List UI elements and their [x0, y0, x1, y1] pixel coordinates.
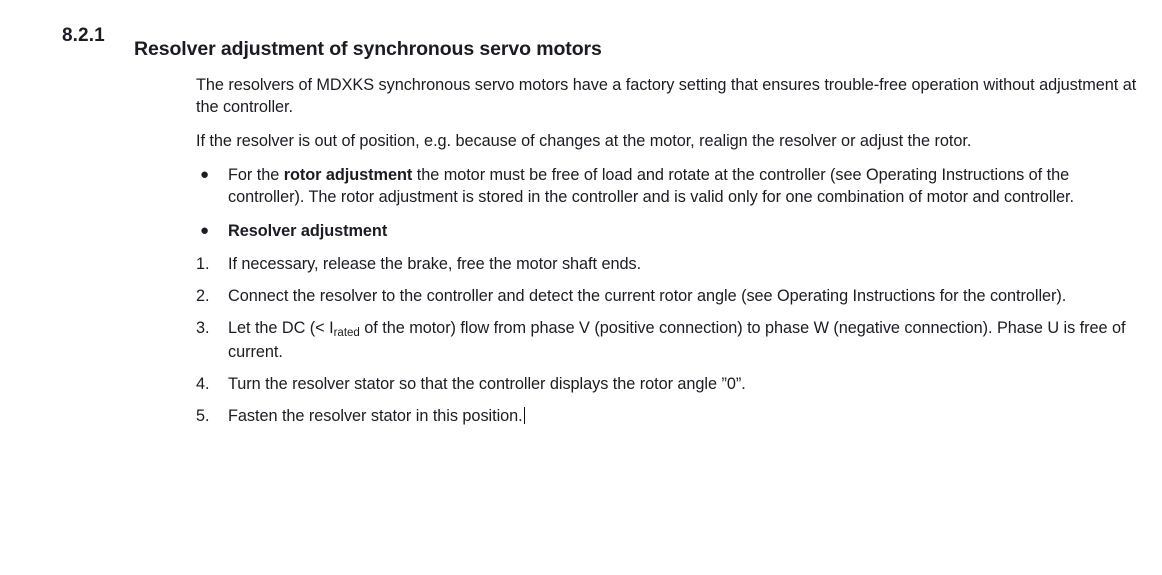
intro-paragraph-2: If the resolver is out of position, e.g.…: [196, 132, 972, 150]
step-number: 3.: [196, 319, 210, 337]
numbered-step-5: 5. Fasten the resolver stator in this po…: [196, 405, 1148, 427]
text-cursor-caret: [523, 407, 525, 424]
numbered-step-4: 4. Turn the resolver stator so that the …: [196, 373, 1148, 395]
step-number: 2.: [196, 287, 210, 305]
subscript-rated: rated: [333, 327, 360, 339]
bullet-label-bold: Resolver adjustment: [228, 222, 388, 240]
step-text-before-subscript: Let the DC (< I: [228, 319, 334, 337]
numbered-step-2: 2. Connect the resolver to the controlle…: [196, 285, 1148, 307]
numbered-step-3: 3. Let the DC (< Irated of the motor) fl…: [196, 317, 1148, 363]
body-column: The resolvers of MDXKS synchronous servo…: [196, 74, 1148, 437]
bullet-rest-text: the motor must be free of load and rotat…: [228, 166, 1074, 206]
step-text-after-subscript: of the motor) flow from phase V (positiv…: [228, 319, 1126, 361]
bullet-lead-plain: For the: [228, 166, 284, 184]
bullet-item-resolver-adjustment: ● Resolver adjustment: [196, 220, 1148, 242]
bullet-item-rotor-adjustment: ● For the rotor adjustment the motor mus…: [196, 164, 1148, 208]
step-number: 5.: [196, 407, 210, 425]
intro-paragraph-1: The resolvers of MDXKS synchronous servo…: [196, 76, 1137, 116]
numbered-step-1: 1. If necessary, release the brake, free…: [196, 253, 1148, 275]
section-number: 8.2.1: [62, 25, 105, 46]
step-text: Turn the resolver stator so that the con…: [228, 375, 746, 393]
step-number: 4.: [196, 375, 210, 393]
step-number: 1.: [196, 255, 210, 273]
bullet-lead-bold: rotor adjustment: [283, 166, 413, 184]
bullet-dot-icon: ●: [200, 166, 210, 183]
bullet-dot-icon: ●: [200, 222, 210, 239]
step-text: Connect the resolver to the controller a…: [228, 287, 1067, 305]
page-title: Resolver adjustment of synchronous servo…: [134, 38, 602, 61]
step-text: If necessary, release the brake, free th…: [228, 255, 642, 273]
section-heading-row: 8.2.1 Resolver adjustment of synchronous…: [0, 24, 1162, 74]
step-text: Fasten the resolver stator in this posit…: [228, 407, 523, 425]
